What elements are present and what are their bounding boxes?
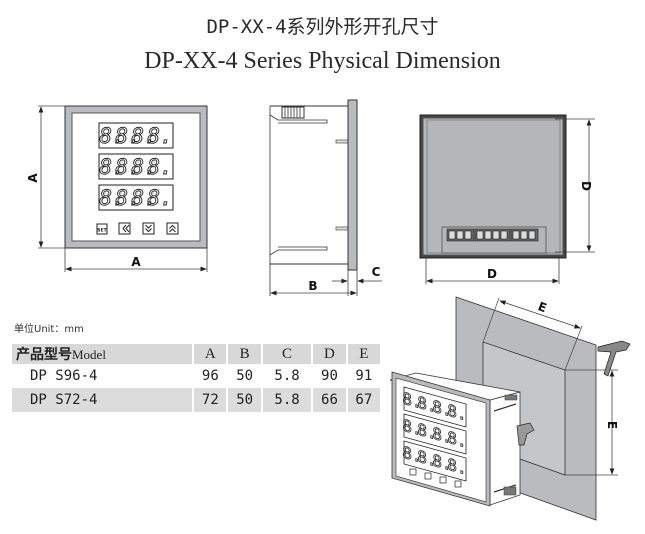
unit-label: 单位Unit：mm (14, 324, 84, 335)
seven-segment-digit: 8. (131, 124, 156, 148)
iso-seven-segment-digit: 8. (432, 451, 451, 475)
cell-b: 50 (228, 388, 261, 412)
iso-down-button (439, 476, 447, 484)
side-bezel (347, 99, 358, 271)
terminal-slot (528, 230, 536, 240)
header-model: 产品型号Model (12, 344, 193, 364)
header-c: C (262, 344, 312, 364)
iso-seven-segment-digit: 8. (447, 455, 466, 479)
front-buttons: SET (96, 222, 179, 235)
iso-seven-segment-digit: 8. (447, 428, 466, 452)
cell-e: 67 (347, 388, 380, 412)
iso-seven-segment-digit: 8. (402, 416, 421, 440)
dim-label-d-horizontal: D (487, 267, 497, 281)
iso-display-window (403, 440, 467, 482)
cell-a: 72 (194, 388, 227, 412)
display-window (98, 153, 174, 180)
iso-up-button (454, 480, 462, 488)
iso-seven-segment-digit: 8. (402, 443, 421, 467)
title-english: DP-XX-4 Series Physical Dimension (144, 48, 501, 74)
cell-e: 91 (355, 368, 373, 384)
seven-segment-digit: 8. (131, 186, 156, 210)
seven-segment-digit: 8. (115, 124, 140, 148)
up-arrow-icon (169, 224, 176, 233)
shift-left-icon (122, 224, 130, 233)
iso-display-window (403, 413, 467, 455)
iso-seven-segment-digit: 8. (447, 401, 466, 425)
iso-display-window (403, 386, 467, 428)
terminal-slot (520, 230, 528, 240)
iso-display-group: 8.8.8.8.8.8.8.8.8.8.8.8. (402, 386, 467, 482)
dimension-table: 产品型号Model A B C D E DP S96-4 96 50 5.8 9… (10, 344, 382, 412)
header-d: D (313, 344, 346, 364)
mounting-clip-right (597, 340, 631, 377)
terminal-slot (464, 230, 472, 240)
front-view: 8.8.8.8.8.8.8.8.8.8.8.8. SET A A (26, 105, 208, 272)
seven-segment-digit: 8. (147, 155, 172, 179)
set-button (96, 223, 108, 235)
terminal-slot (476, 230, 484, 240)
side-connector (281, 106, 305, 119)
terminal-group (446, 228, 539, 242)
dim-label-e-right: E (605, 421, 619, 429)
iso-shift-button (424, 472, 432, 480)
cell-c: 5.8 (274, 368, 300, 384)
terminal-slot (500, 230, 508, 240)
dim-label-c: C (372, 265, 381, 279)
iso-seven-segment-digit: 8. (432, 424, 451, 448)
iso-buttons (409, 468, 462, 488)
cell-model: DP S96-4 (30, 368, 98, 384)
dim-label-a-horizontal: A (131, 255, 141, 269)
table-header-row: 产品型号Model A B C D E (12, 344, 380, 364)
header-a: A (194, 344, 227, 364)
set-button-label: SET (97, 228, 107, 234)
terminal-slot (448, 230, 456, 240)
header-model-cn: 产品型号 (16, 348, 72, 363)
dim-label-a-vertical: A (26, 173, 40, 183)
seven-segment-digit: 8. (147, 124, 172, 148)
seven-segment-digit: 8. (99, 186, 124, 210)
seven-segment-digit: 8. (147, 186, 172, 210)
down-arrow-icon (145, 224, 152, 233)
header-model-en: Model (72, 347, 106, 362)
iso-seven-segment-digit: 8. (417, 393, 436, 417)
dim-e-top (499, 300, 581, 329)
table-row: DP S72-4 72 50 5.8 66 67 (12, 388, 380, 412)
header-b: B (228, 344, 261, 364)
seven-segment-digit: 8. (115, 186, 140, 210)
iso-set-button (409, 468, 417, 476)
terminal-slot (456, 230, 464, 240)
isometric-view: E E 8.8.8.8.8.8.8.8.8.8.8.8. (389, 296, 631, 521)
cell-d: 90 (321, 368, 338, 384)
dim-label-b: B (308, 279, 317, 293)
dim-label-e-top: E (536, 299, 548, 315)
display-group: 8.8.8.8.8.8.8.8.8.8.8.8. (98, 122, 174, 211)
cell-a: 96 (201, 368, 219, 384)
mounting-clip-left (516, 422, 535, 446)
seven-segment-digit: 8. (99, 155, 124, 179)
iso-seven-segment-digit: 8. (432, 397, 451, 421)
seven-segment-digit: 8. (115, 155, 140, 179)
iso-seven-segment-digit: 8. (402, 389, 421, 413)
shift-left-button (118, 222, 131, 235)
terminal-slot (512, 230, 520, 240)
cell-c: 5.8 (262, 388, 312, 412)
cell-model: DP S72-4 (12, 388, 193, 412)
terminal-slot (492, 230, 500, 240)
title-chinese: DP-XX-4系列外形开孔尺寸 (206, 16, 439, 38)
dim-label-d-vertical: D (579, 181, 593, 191)
back-view: D D (419, 114, 595, 284)
cell-d: 66 (313, 388, 346, 412)
cell-b: 50 (236, 368, 254, 384)
side-view: C B (269, 99, 382, 296)
table-row: DP S96-4 96 50 5.8 90 91 (12, 364, 380, 388)
header-e: E (347, 344, 380, 364)
display-window (98, 184, 174, 211)
seven-segment-digit: 8. (99, 124, 124, 148)
seven-segment-digit: 8. (131, 155, 156, 179)
display-window (98, 122, 174, 149)
iso-seven-segment-digit: 8. (417, 420, 436, 444)
terminal-slot (484, 230, 492, 240)
iso-seven-segment-digit: 8. (417, 447, 436, 471)
